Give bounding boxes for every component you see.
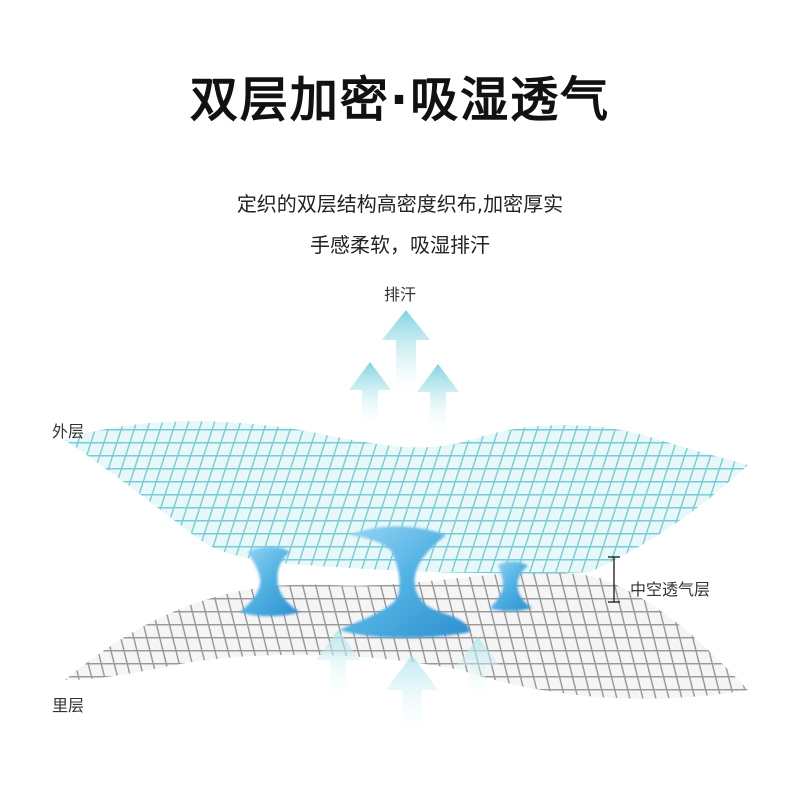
middle-layer-label: 中空透气层	[630, 580, 711, 599]
page-title: 双层加密·吸湿透气	[189, 72, 611, 128]
outer-layer-label: 外层	[52, 422, 85, 441]
subtitle-line-2: 手感柔软，吸湿排汗	[310, 233, 490, 257]
middle-layer-bracket	[608, 556, 620, 603]
outer-layer-mesh	[65, 421, 748, 574]
subtitle-line-1: 定织的双层结构高密度织布,加密厚实	[236, 192, 564, 216]
inner-layer-label: 里层	[52, 696, 85, 715]
sweat-label: 排汗	[384, 285, 417, 304]
water-columns	[240, 526, 532, 638]
sweat-up-arrows	[349, 310, 459, 430]
lower-up-arrows	[316, 630, 499, 735]
